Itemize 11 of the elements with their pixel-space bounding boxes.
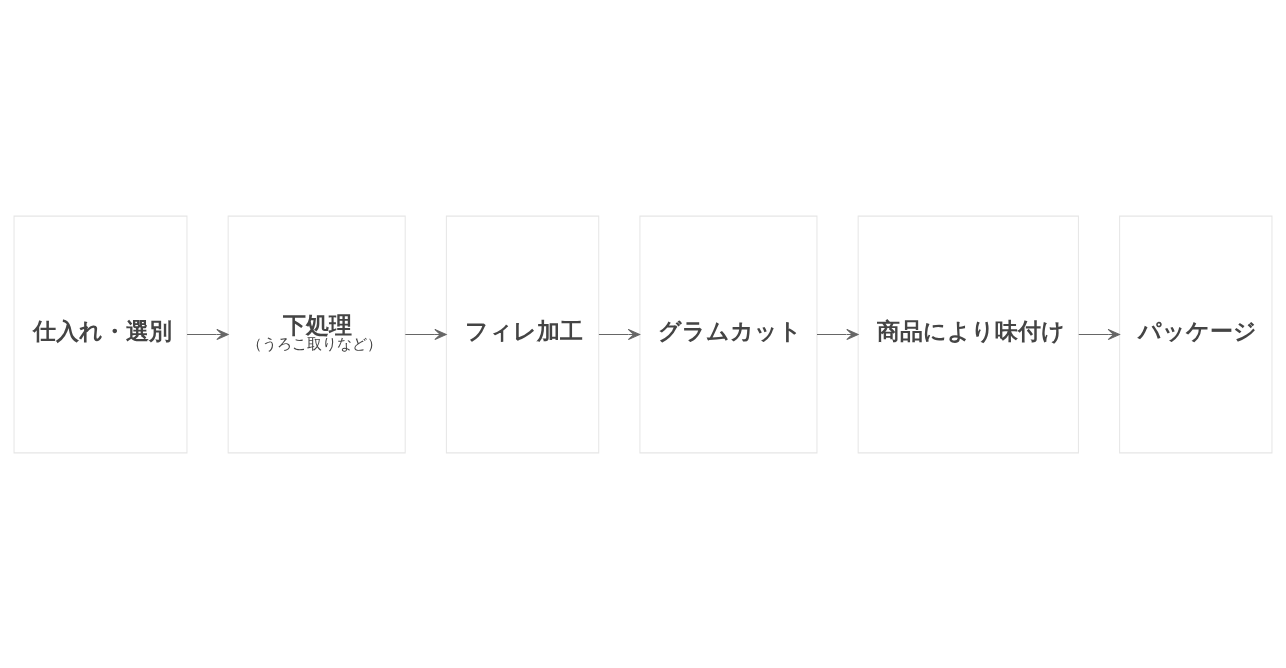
node-box: フィレ加工 bbox=[445, 215, 600, 453]
arrow bbox=[404, 328, 447, 340]
arrow bbox=[816, 328, 859, 340]
arrow bbox=[186, 328, 229, 340]
node-box: グラムカット bbox=[639, 215, 818, 453]
arrow bbox=[1078, 328, 1120, 340]
node-box: 仕入れ・選別 bbox=[13, 215, 188, 453]
node-box: 商品により味付け bbox=[857, 215, 1079, 453]
node-box: 下処理 （うろこ取りなど） bbox=[227, 215, 406, 453]
node-box: パッケージ bbox=[1119, 215, 1273, 453]
arrow bbox=[598, 328, 641, 340]
